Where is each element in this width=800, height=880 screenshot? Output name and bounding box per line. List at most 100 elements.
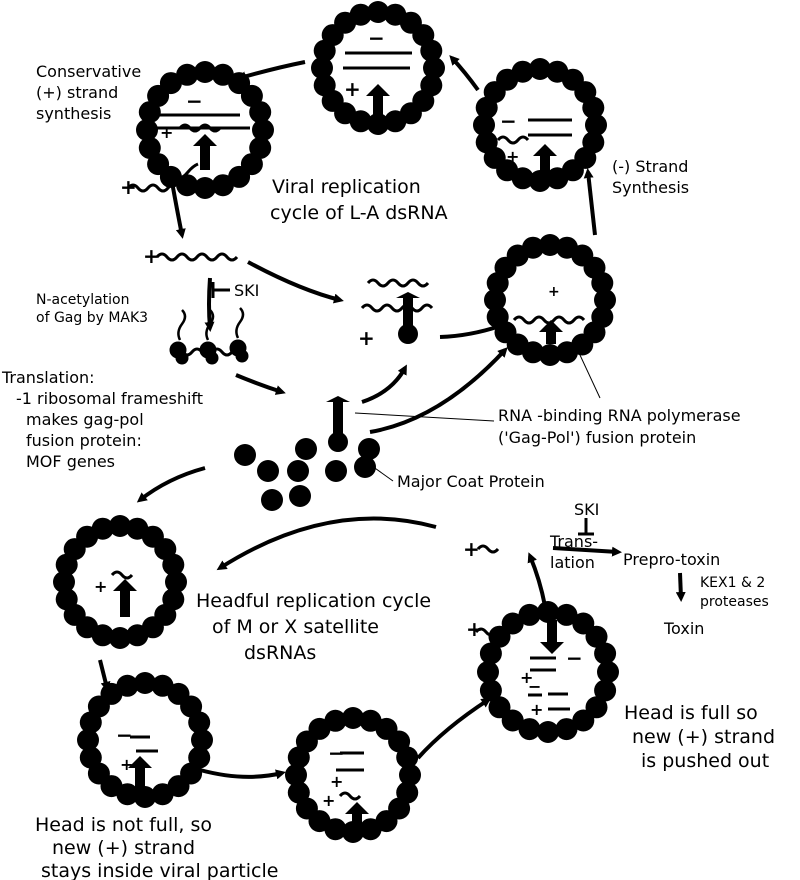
capsid-bead [367,113,389,135]
arrow-ski-down [204,277,215,332]
translation-label-1: Translation: [1,368,95,387]
capsid-bead [555,718,578,741]
capsid-bead [529,58,551,80]
capsid-bead [176,63,199,86]
cycle-la-title-2: cycle of L-A dsRNA [270,202,448,224]
strand-sign: − [328,741,345,765]
polymerase-glyph [113,579,137,617]
capsid-bead [399,764,421,786]
capsid-bead [138,101,161,124]
conservative-label-3: synthesis [36,104,111,123]
strand-sign: − [566,646,583,670]
capsid-bead [194,177,216,199]
arrow-rna-to-midcenter [247,260,344,304]
cycle-la-title-1: Viral replication [272,176,421,198]
strand-sign: + [330,772,343,791]
capsid-bead [311,57,333,79]
strand-sign: − [500,109,517,133]
cycle-arrows [98,55,686,780]
translation-label-2: -1 ribosomal frameshift [16,389,203,408]
arrow-coat-to-satellite [136,466,206,503]
strand-sign: − [116,723,133,747]
kex-label-1: KEX1 & 2 [700,575,765,591]
capsid-bead [359,818,382,841]
capsid-bead [546,167,569,190]
capsid-bead [556,341,578,364]
particle-bottom-mid [285,707,421,843]
capsid-bead [109,515,131,537]
translation-label-5: MOF genes [26,452,115,471]
strand-sign: + [530,700,543,719]
translation-2-label-2: lation [550,553,595,572]
arrow-sat-down [98,659,111,692]
polymerase-glyph [193,134,217,170]
capsid-bead [384,110,407,133]
polymerase-glyph-inverted [540,620,564,654]
preprotoxin-label: Prepro-toxin [623,550,720,569]
nacetyl-label-1: N-acetylation [36,292,129,308]
translation-label-3: makes gag-pol [26,410,144,429]
ssrna-strand [110,570,134,580]
arrow-left-down [170,181,186,239]
polymerase-glyph [539,320,563,344]
cycle-sat-title-2: of M or X satellite [212,616,379,638]
capsid-bead [423,57,445,79]
capsid-bead [479,679,502,702]
arrow-bm-to-br [416,697,492,760]
conservative-label-2: (+) strand [36,83,118,102]
polymerase-glyph [366,84,390,122]
capsid-bead [473,114,495,136]
arrow-pol-up [361,364,407,404]
ssrna-strand [338,791,362,801]
head-not-full-label-3: stays inside viral particle [41,860,278,880]
ski-label-2: SKI [574,500,599,519]
head-full-label-3: is pushed out [641,750,769,772]
capsid-bead [249,136,272,159]
free-rna [126,162,500,554]
free-polymerase-standalone [326,396,350,452]
head-full-label-2: new (+) strand [632,726,775,748]
conservative-label-1: Conservative [36,62,141,81]
capsid-bead [162,553,185,576]
capsid-bead [501,612,524,635]
capsid-bead [91,517,114,540]
arrow-assemble-to-midright [439,323,504,339]
capsid-bead [585,625,608,648]
capsid-bead [109,627,131,649]
strand-sign: + [94,577,107,596]
capsid-bead [159,72,182,95]
capsid-bead [191,729,213,751]
capsid-bead [585,114,607,136]
capsid-bead [420,39,443,62]
ssrna-strand [474,627,508,637]
arrow-translation [552,546,622,557]
capsid-bead [479,642,502,665]
capsid-bead [484,289,506,311]
capsid-bead [211,63,234,86]
capsid-bead [477,661,499,683]
capsid-bead [396,746,419,769]
capsid-bead [151,783,174,806]
sign-plus-pair: + [358,326,375,350]
particle-top-left [136,61,274,199]
capsid-bead [582,96,605,119]
rna-pair-top [366,278,430,288]
polymerase-glyph [128,756,152,796]
capsid-bead [249,101,272,124]
head-full-label-1: Head is full so [624,702,758,724]
arrow-kex [675,572,686,602]
polymerase-glyph [533,144,557,180]
capsid-bead [53,571,75,593]
arrow-bl-to-bm [199,768,286,780]
ski-label: SKI [234,281,259,300]
arrow-pol-to-midright [369,347,508,434]
free-polymerase-assembly [396,292,420,344]
capsid-bead [537,601,559,623]
arrow-top-to-left [236,60,306,82]
capsid-bead [555,603,578,626]
leader-lines [354,339,601,482]
arrow-mid-to-right [583,168,597,236]
capsid-bead [367,1,389,23]
coat-label: Major Coat Protein [397,472,545,491]
strand-sign: + [344,77,361,101]
